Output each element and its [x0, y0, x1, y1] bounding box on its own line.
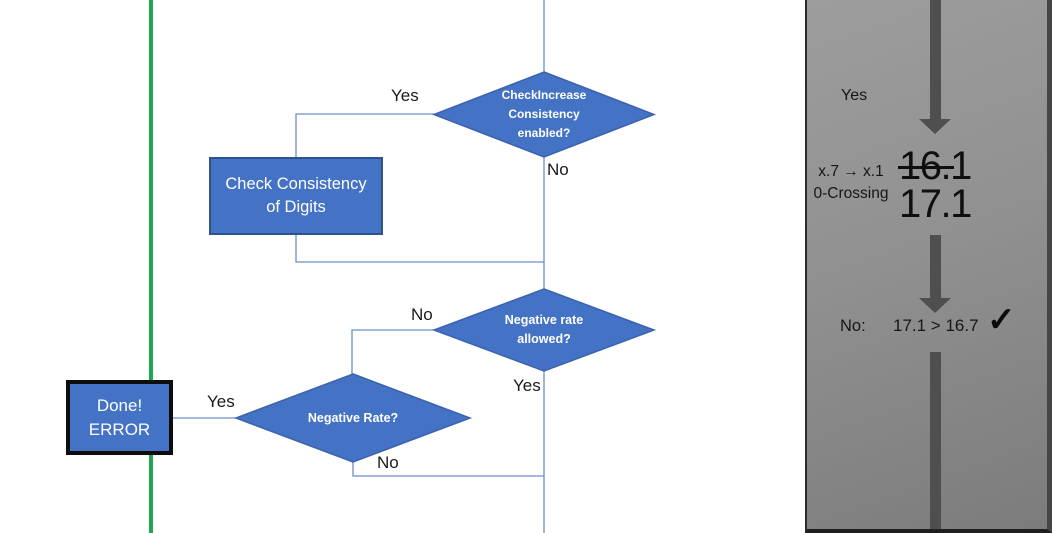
side-panel: Yes x.7 → x.1 0-Crossing 16.1 17.1 No: 1… — [805, 0, 1052, 533]
process-check-consistency: Check Consistency of Digits — [209, 157, 383, 235]
checkmark-icon: ✓ — [987, 301, 1016, 339]
edge-label-no-check-increase: No — [547, 160, 569, 179]
connector-no2 — [351, 329, 434, 374]
panel-new-value: 17.1 — [899, 182, 972, 226]
panel-values: 16.1 17.1 — [898, 144, 972, 224]
edge-label-yes-check-increase: Yes — [391, 86, 419, 105]
edge-label-no-negative-rate: No — [377, 453, 399, 472]
edge-label-yes-negative-rate-allowed: Yes — [513, 376, 541, 395]
down-arrow-icon — [930, 0, 941, 119]
panel-rule-text: x.7 → x.1 0-Crossing — [813, 163, 889, 202]
edge-label-no-negative-rate-allowed: No — [411, 305, 433, 324]
decision-check-increase-shape — [431, 71, 657, 158]
down-arrow-icon — [930, 235, 941, 298]
connector-no3 — [352, 462, 544, 477]
down-arrow-shaft-icon — [930, 352, 941, 529]
down-arrow-head-icon — [919, 119, 951, 134]
down-arrow-head-icon — [919, 298, 951, 313]
decision-negative-rate-allowed-shape — [431, 288, 657, 372]
panel-no-label: No: — [840, 317, 866, 335]
connector-yes1 — [295, 113, 434, 157]
panel-old-value: 16.1 — [898, 144, 972, 188]
connector-rect-return — [295, 235, 544, 263]
decision-check-increase-label: CheckIncrease Consistency enabled? — [501, 88, 587, 140]
panel-yes-label: Yes — [841, 87, 868, 104]
green-divider-line — [149, 0, 153, 533]
terminal-done-error: Done! ERROR — [66, 380, 173, 455]
decision-negative-rate-label: Negative Rate? — [307, 411, 399, 425]
decision-negative-rate-shape — [233, 373, 473, 463]
panel-comparison: 17.1 > 16.7 — [893, 316, 979, 335]
decision-negative-rate-allowed-label: Negative rate allowed? — [504, 313, 584, 346]
edge-label-yes-negative-rate: Yes — [207, 392, 235, 411]
